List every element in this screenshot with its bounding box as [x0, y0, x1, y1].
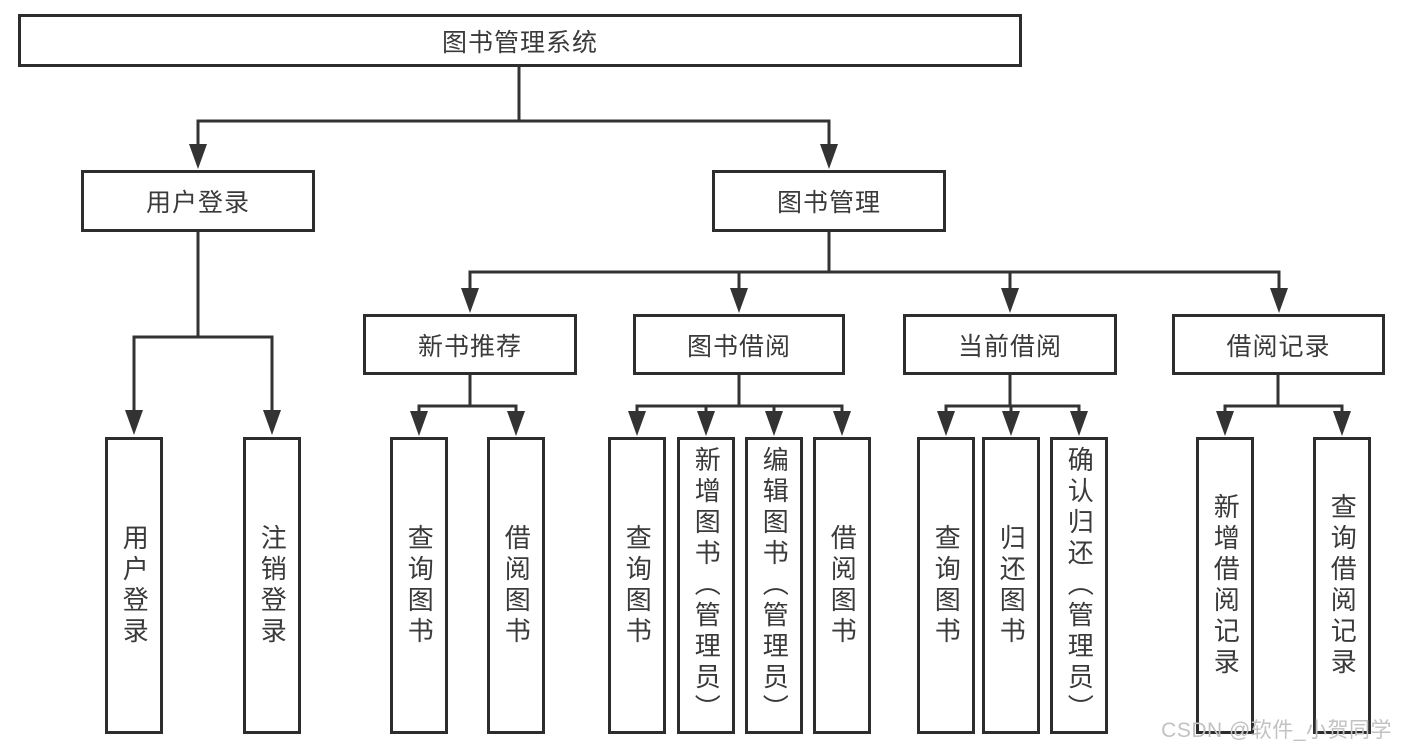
leaf-borrow-books-borrowing: 借阅图书: [813, 437, 871, 734]
node-library-management-system: 图书管理系统: [18, 14, 1022, 67]
csdn-watermark: CSDN @软件_小贺同学: [1161, 719, 1392, 742]
leaf-borrow-books-recommend: 借阅图书: [487, 437, 545, 734]
leaf-query-borrow-record: 查询借阅记录: [1313, 437, 1371, 734]
leaf-query-books-borrowing: 查询图书: [608, 437, 666, 734]
leaf-query-books-recommend: 查询图书: [390, 437, 448, 734]
leaf-query-books-current: 查询图书: [917, 437, 975, 734]
leaf-confirm-return-admin: 确认归还（管理员）: [1050, 437, 1108, 734]
node-book-management: 图书管理: [712, 170, 946, 232]
leaf-return-books: 归还图书: [982, 437, 1040, 734]
leaf-user-login: 用户登录: [105, 437, 163, 734]
node-book-borrowing: 图书借阅: [633, 314, 845, 375]
node-user-login: 用户登录: [81, 170, 315, 232]
leaf-edit-books-admin: 编辑图书（管理员）: [745, 437, 803, 734]
node-borrowing-records: 借阅记录: [1172, 314, 1385, 375]
leaf-logout: 注销登录: [243, 437, 301, 734]
node-new-book-recommendation: 新书推荐: [363, 314, 577, 375]
leaf-add-books-admin: 新增图书（管理员）: [677, 437, 735, 734]
leaf-add-borrow-record: 新增借阅记录: [1196, 437, 1254, 734]
node-current-borrowing: 当前借阅: [903, 314, 1117, 375]
